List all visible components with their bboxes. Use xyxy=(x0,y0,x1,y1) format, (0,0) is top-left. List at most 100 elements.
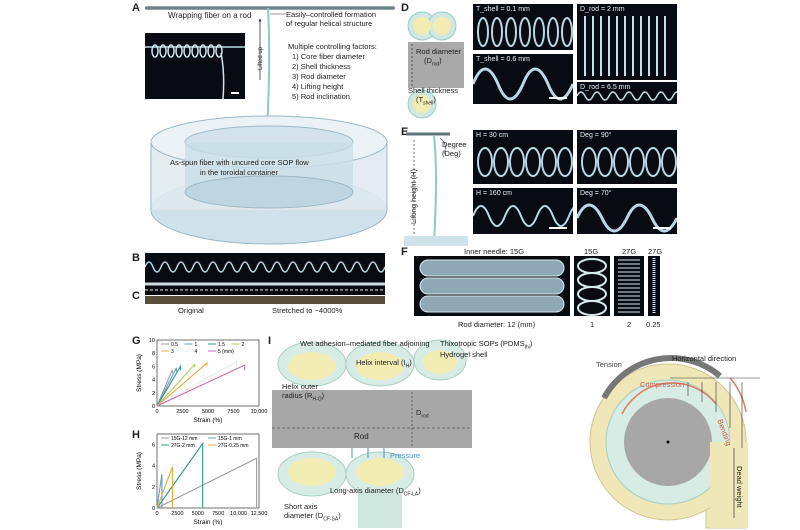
helix-row-drawing xyxy=(145,261,385,291)
legend-label: 15G-12 mm xyxy=(171,436,197,442)
factor-5: 5) Rod inclination xyxy=(292,92,350,101)
x-tick-label: 5000 xyxy=(202,409,214,415)
series-line-0 xyxy=(156,369,173,407)
x-tick-label: 5000 xyxy=(192,511,204,517)
factor-2: 2) Shell thickness xyxy=(292,62,351,71)
shell-schematic xyxy=(407,11,464,119)
series-line-5 xyxy=(156,360,238,407)
tension-label: Tension xyxy=(596,360,622,369)
f-num-3: 0.25 xyxy=(646,320,661,329)
photo-d3-label: T_shell = 0.6 mm xyxy=(476,56,530,63)
x-tick-label: 0 xyxy=(155,409,158,415)
photo-e1-label: H = 30 cm xyxy=(476,132,509,139)
rod-diameter-label: Rod diameter xyxy=(416,47,462,56)
series-line-1 xyxy=(156,367,177,407)
legend-label: 5 (mm) xyxy=(218,349,234,355)
legend-label: 1.5 xyxy=(218,342,225,348)
series-line-1 xyxy=(156,474,163,509)
series-line-3 xyxy=(156,362,196,407)
series-line-6 xyxy=(156,364,246,407)
sop-label: Thixotropic SOPs (PDMSthi) xyxy=(440,339,533,351)
photo-e3: H = 160 cm xyxy=(473,188,573,234)
series-line-3 xyxy=(156,466,174,509)
panel-label-h: H xyxy=(132,429,140,441)
wrap-label: Wrapping fiber on a rod xyxy=(168,11,252,20)
formation-line-1: Easily–controlled formation xyxy=(286,10,377,19)
series-line-2 xyxy=(156,364,182,407)
rod-diameter-sym: (Drod) xyxy=(424,56,442,68)
y-tick-label: 0 xyxy=(152,506,155,512)
panel-label-i: I xyxy=(268,335,272,347)
inset-helix-drawing xyxy=(145,44,245,99)
col2-label: 27G xyxy=(622,247,637,256)
short-axis-1: Short axis xyxy=(284,502,318,511)
helix-outer-1: Helix outer xyxy=(282,382,318,391)
photo-f3 xyxy=(614,256,644,316)
y-tick-label: 2 xyxy=(152,485,155,491)
shell-thickness-label: Shell thickness xyxy=(408,86,459,95)
panel-label-b: B xyxy=(132,252,140,264)
x-tick-label: 2500 xyxy=(171,511,183,517)
photo-e4: Deg = 70° xyxy=(577,188,677,234)
y-tick-label: 2 xyxy=(152,391,155,397)
photo-d1: T_shell = 0.1 mm xyxy=(473,4,573,50)
y-tick-label: 4 xyxy=(152,464,155,470)
lift-schematic xyxy=(404,132,468,246)
factor-4: 4) Lifting height xyxy=(292,82,344,91)
pressure-label: Pressure xyxy=(390,451,421,460)
photo-f1 xyxy=(414,256,570,316)
f-num-2: 2 xyxy=(627,320,632,329)
x-tick-label: 7500 xyxy=(212,511,224,517)
photo-e3-label: H = 160 cm xyxy=(476,190,512,197)
lift-height-label: Lifting height (H) xyxy=(409,168,418,224)
f-num-1: 1 xyxy=(590,320,595,329)
long-axis-label: Long-axis diameter (DCF-LA) xyxy=(330,486,421,498)
scale-bar xyxy=(549,97,567,99)
plot-frame xyxy=(156,433,260,509)
plot-frame xyxy=(156,339,260,407)
hydrogel-label: Hydrogel shell xyxy=(440,350,488,359)
panel-c-strip xyxy=(145,296,385,304)
degree-sym: (Deg) xyxy=(442,149,461,158)
short-axis-2: diameter (DCF-SA) xyxy=(284,511,341,523)
scale-bar xyxy=(231,92,239,94)
y-tick-label: 10 xyxy=(149,338,155,344)
photo-e4-label: Deg = 70° xyxy=(580,190,612,197)
photo-f2 xyxy=(574,256,610,316)
x-axis-label: Strain (%) xyxy=(194,519,223,526)
y-tick-label: 4 xyxy=(152,378,155,384)
helix-interval: Helix interval (IH) xyxy=(356,358,412,370)
col3-label: 27G xyxy=(648,247,663,256)
mechanics-drawing xyxy=(589,355,760,529)
series-line-4 xyxy=(156,361,208,407)
panel-label-d: D xyxy=(401,2,409,14)
legend-label: 15G-1 mm xyxy=(218,436,242,442)
legend-label: 2 xyxy=(242,342,245,348)
container-line-1: As-spun fiber with uncured core SOP flow xyxy=(170,158,309,167)
shell-thickness-sym: (Tshell) xyxy=(416,95,436,107)
legend-label: 3 xyxy=(171,349,174,355)
horizontal-label: Horizontal direction xyxy=(672,354,737,363)
y-tick-label: 0 xyxy=(152,404,155,410)
x-axis-label: Strain (%) xyxy=(194,417,223,424)
legend-label: 27G-2 mm xyxy=(171,443,195,449)
photo-d4: D_rod = 6.5 mm xyxy=(577,82,677,104)
y-tick-label: 6 xyxy=(152,443,155,449)
x-tick-label: 10,000 xyxy=(230,511,247,517)
photo-e2: Deg = 90° xyxy=(577,130,677,184)
photo-e2-label: Deg = 90° xyxy=(580,132,612,139)
container-line-2: in the toroidal container xyxy=(200,168,278,177)
photo-d2: D_rod = 2 mm xyxy=(577,4,677,80)
series-line-2 xyxy=(156,441,204,509)
y-tick-label: 8 xyxy=(152,351,155,357)
x-tick-label: 2500 xyxy=(176,409,188,415)
panel-b-photo xyxy=(145,253,385,295)
panel-label-e: E xyxy=(401,126,409,138)
photo-d4-label: D_rod = 6.5 mm xyxy=(580,84,631,91)
drod-label: Drod xyxy=(416,408,429,420)
x-tick-label: 7500 xyxy=(227,409,239,415)
legend-label: 4 xyxy=(195,349,198,355)
